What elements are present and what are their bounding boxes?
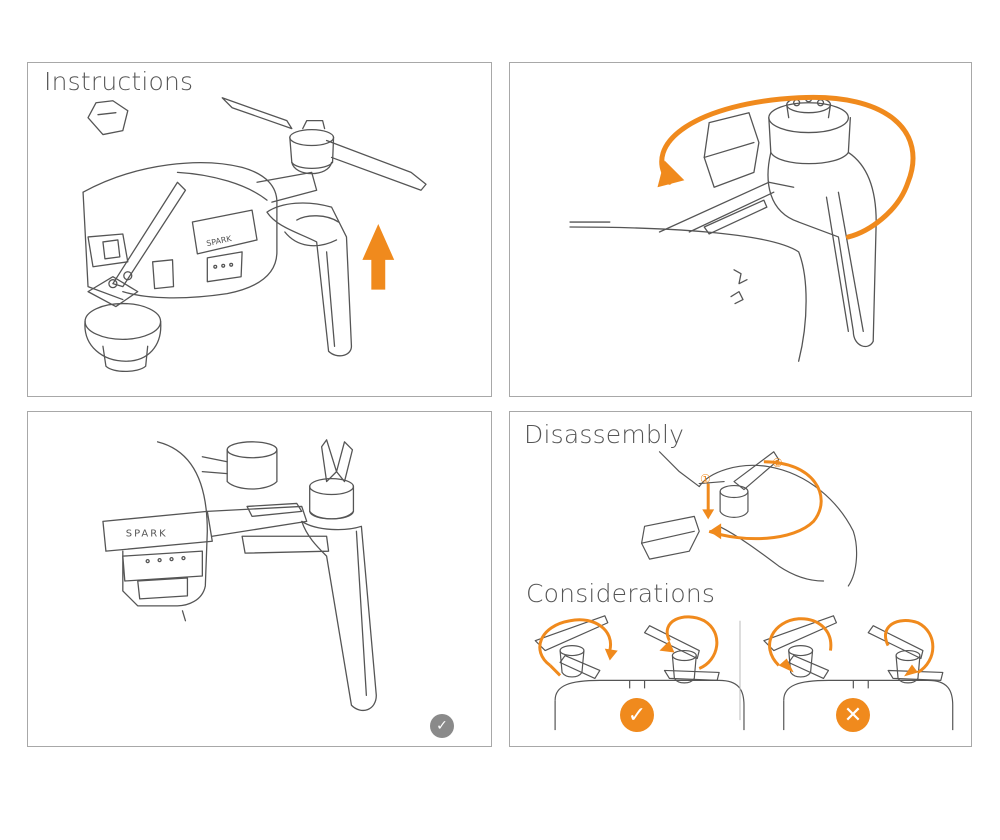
panel-title-disassembly: Disassembly bbox=[524, 420, 685, 449]
disassembly-illustration bbox=[534, 451, 954, 731]
motor-rotate-illustration bbox=[569, 94, 916, 362]
wrong-mark-icon: ✕ bbox=[836, 698, 870, 732]
panel-title-instructions: Instructions bbox=[44, 67, 194, 96]
ring-number-1: ① bbox=[700, 472, 711, 486]
rotate-arrow-icon bbox=[659, 94, 916, 240]
panel-instructions: Instructions SPARK bbox=[27, 62, 492, 397]
check-badge: ✓ bbox=[430, 714, 454, 738]
correct-mark-icon: ✓ bbox=[620, 698, 654, 732]
up-arrow-icon bbox=[362, 224, 395, 290]
drone-arm-illustration: SPARK bbox=[82, 97, 427, 373]
panel-title-considerations: Considerations bbox=[526, 579, 716, 608]
panel-step-2: ② bbox=[509, 62, 972, 397]
panel-disassembly: Disassembly Considerations bbox=[509, 411, 972, 747]
ring-number-2: ② bbox=[772, 456, 783, 470]
spark-label-3: SPARK bbox=[126, 528, 168, 539]
assembled-leg-illustration: SPARK bbox=[102, 439, 377, 712]
panel-step-3: SPARK ✓ ③ bbox=[27, 411, 492, 747]
